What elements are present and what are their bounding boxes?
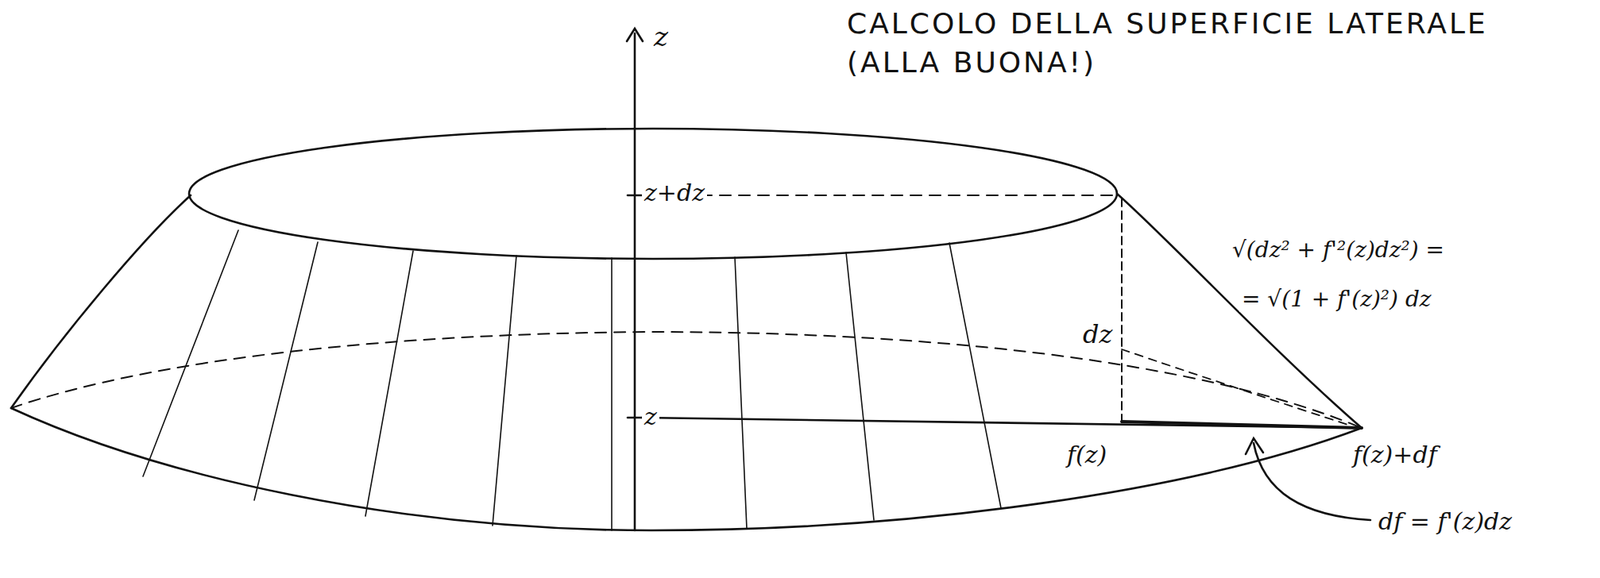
- back-slant: [1121, 349, 1351, 426]
- differential-label: df = f'(z)dz: [1375, 508, 1515, 535]
- level-label: z+dz: [641, 179, 708, 206]
- axis-name: z: [651, 22, 671, 52]
- meridian-lines: [142, 230, 1001, 531]
- bottom-circle-back: [11, 332, 1362, 429]
- level-label: z: [641, 403, 660, 430]
- radius-label: f(z): [1064, 441, 1110, 468]
- left-profile: [11, 195, 191, 409]
- arc-length-formula: √(dz² + f'²(z)dz²) =: [1229, 238, 1447, 263]
- z-axis: [633, 33, 637, 531]
- increment-label: dz: [1080, 320, 1115, 349]
- axis-arrowhead: [626, 28, 643, 42]
- df-segment: [1121, 421, 1362, 429]
- dz-segment: [1120, 198, 1123, 426]
- page-title: CALCOLO DELLA SUPERFICIE LATERALE (ALLA …: [846, 4, 1531, 82]
- radius-line: [641, 417, 1362, 429]
- level-z-plus-dz: [643, 194, 1117, 197]
- bottom-circle-front: [11, 408, 1362, 531]
- tick: [627, 194, 642, 198]
- top-circle: [189, 128, 1117, 259]
- leader-arrowhead: [1245, 438, 1264, 455]
- radius-label: f(z)+df: [1350, 441, 1440, 468]
- tick: [627, 417, 642, 420]
- arc-length-formula: = √(1 + f'(z)²) dz: [1239, 287, 1434, 313]
